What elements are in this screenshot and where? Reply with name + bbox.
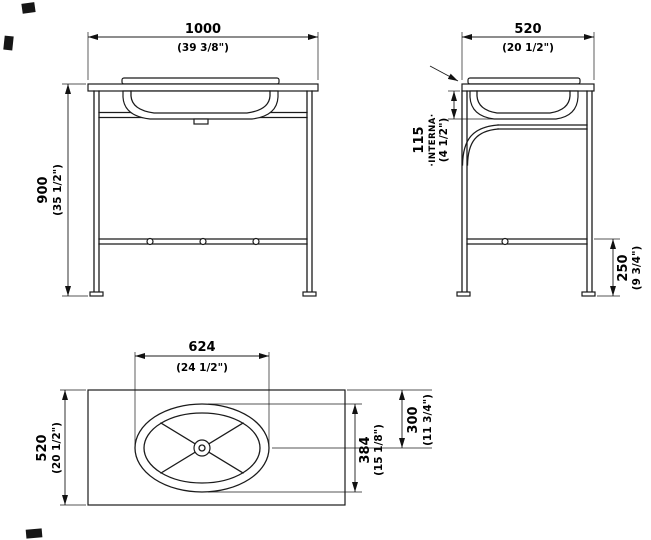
front-width-mm: 1000 [185, 22, 221, 37]
basin-depth-in: (4 1/2") [438, 118, 450, 162]
drain-front [193, 118, 209, 125]
basin-depth-note: ·INTERNA· [428, 113, 438, 166]
plan-depth-mm: 520 [35, 434, 50, 461]
corner-mark [25, 528, 43, 539]
leader-arrow [429, 65, 459, 82]
scan-artifacts [3, 2, 43, 539]
basin-bowl-side [469, 90, 579, 120]
foot [581, 291, 596, 297]
basin-outline-inner [143, 412, 261, 484]
countertop-side [461, 83, 595, 92]
basin-rim-front [121, 77, 280, 85]
front-height-mm: 900 [36, 176, 51, 203]
front-view-dimensions: 1000 (39 3/8") 900 (35 1/2") [36, 22, 319, 297]
basin-width-in: (24 1/2") [176, 362, 228, 374]
drain-outer [193, 439, 211, 457]
top-view-dimensions: 624 (24 1/2") 520 (20 1/2") 384 (15 1/8"… [35, 340, 434, 506]
drain-inner [198, 444, 206, 452]
side-view [429, 65, 596, 297]
basin-rim-side [467, 77, 581, 85]
shelf-support [501, 237, 509, 246]
side-view-dimensions: 520 (20 1/2") 115 ·INTERNA· (4 1/2") 250… [412, 22, 643, 297]
side-depth-in: (20 1/2") [502, 42, 554, 54]
shelf-height-in: (9 3/4") [631, 246, 643, 290]
center-offset-mm: 300 [406, 406, 421, 433]
shelf-support [199, 237, 207, 246]
center-offset-in: (11 3/4") [422, 394, 434, 446]
foot [302, 291, 317, 297]
front-view [87, 77, 319, 297]
countertop-plan [87, 389, 346, 506]
countertop-front [87, 83, 319, 92]
plan-depth-in: (20 1/2") [51, 422, 63, 474]
shelf-support [146, 237, 154, 246]
front-width-in: (39 3/8") [177, 42, 229, 54]
foot [89, 291, 104, 297]
basin-outline-outer [134, 403, 270, 493]
front-height-in: (35 1/2") [52, 164, 64, 216]
corner-mark [21, 2, 36, 14]
top-view [87, 389, 346, 506]
basin-length-in: (15 1/8") [373, 424, 385, 476]
basin-length-mm: 384 [358, 436, 373, 463]
foot [456, 291, 471, 297]
side-depth-mm: 520 [514, 22, 541, 37]
shelf-height-mm: 250 [616, 254, 631, 281]
basin-bowl-front [122, 90, 279, 120]
basin-depth-mm: 115 [412, 126, 427, 153]
basin-width-mm: 624 [188, 340, 215, 355]
shelf-support [252, 237, 260, 246]
edge-mark [3, 35, 14, 51]
